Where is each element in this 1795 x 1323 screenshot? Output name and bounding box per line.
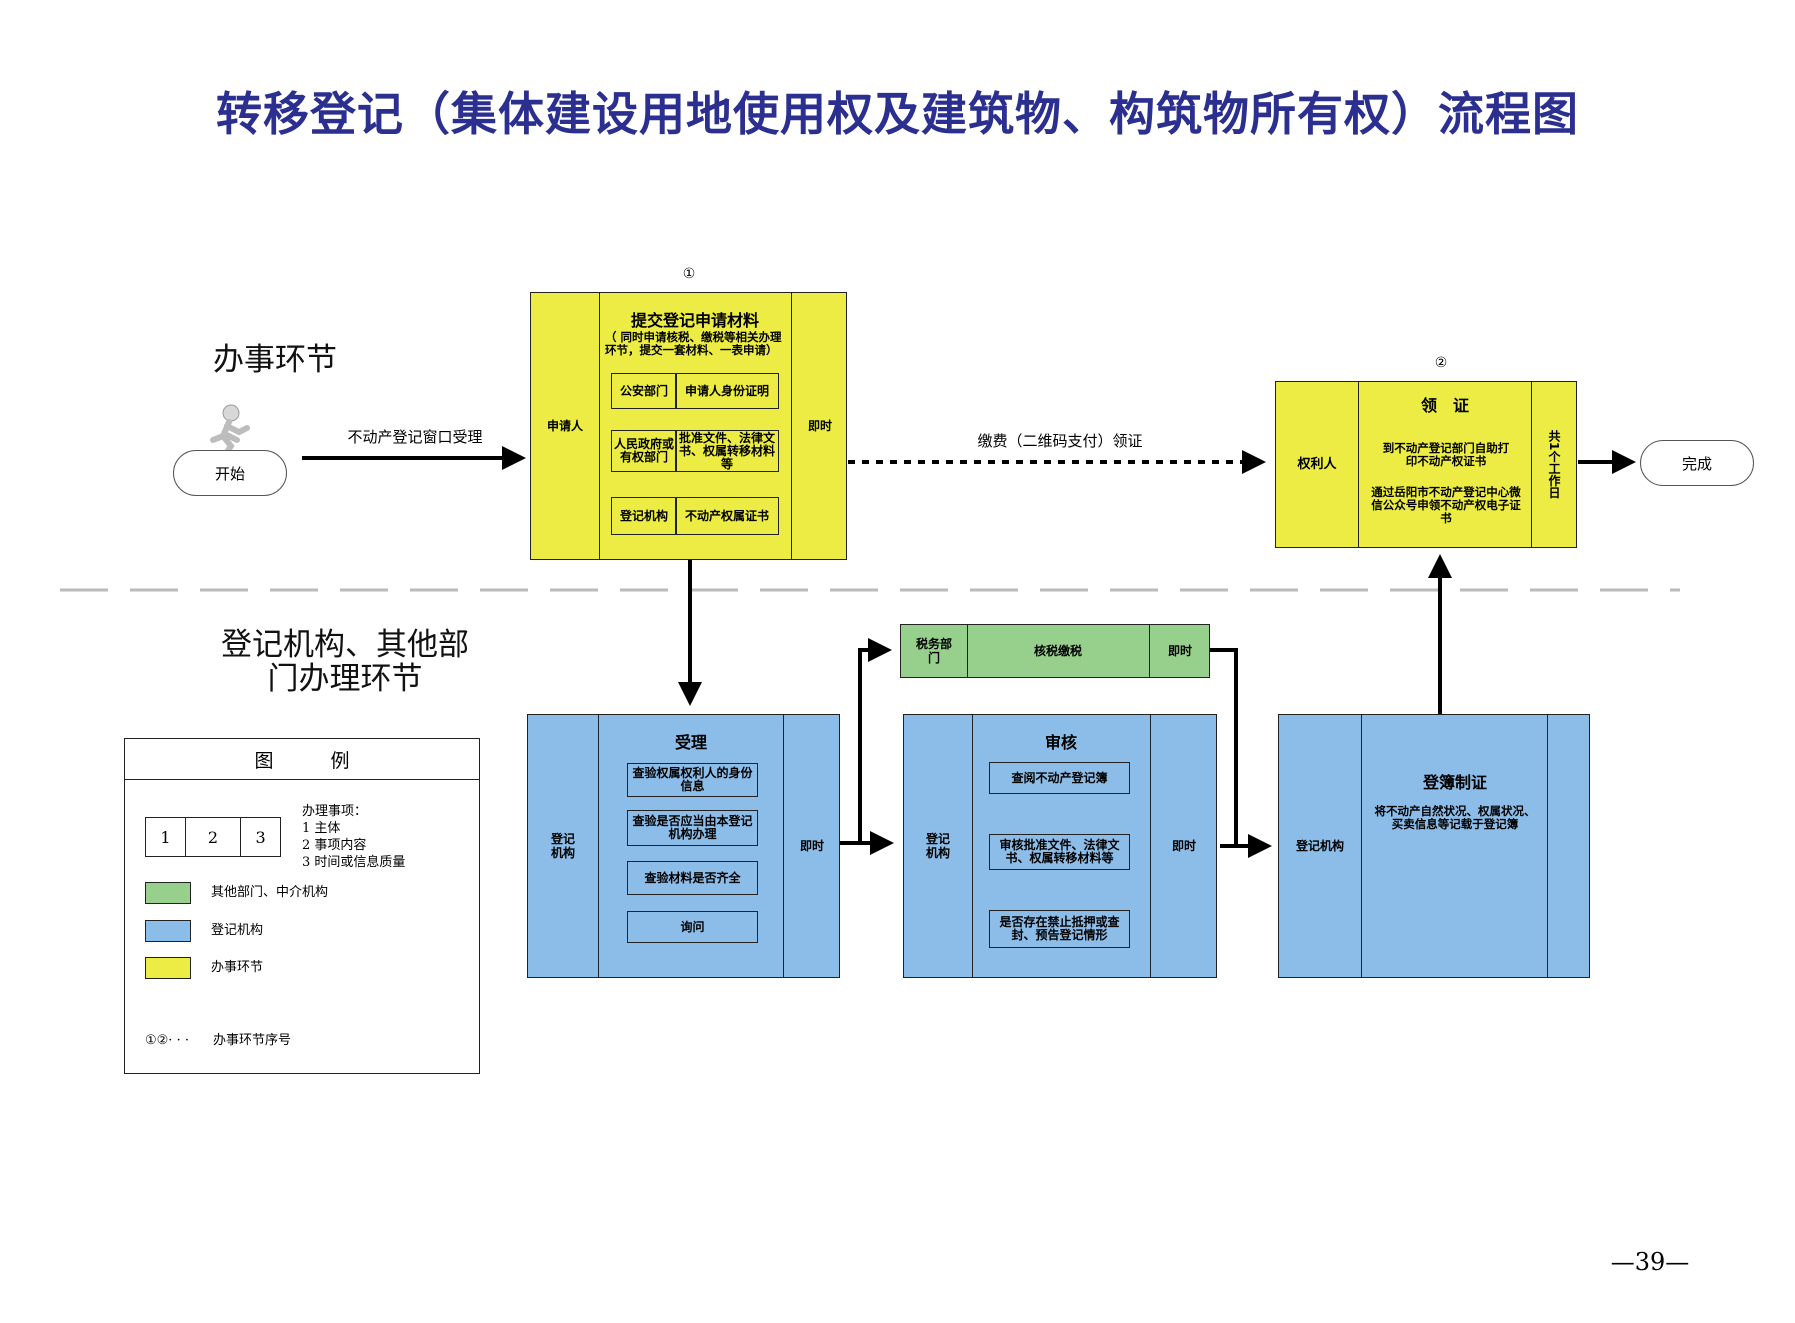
register-subject: 登记机构 — [1295, 839, 1344, 853]
accept-item-2: 查验是否应当由本登记机构办理 — [627, 810, 758, 846]
legend-cells: 1 2 3 — [145, 817, 281, 857]
register-box: 登记机构 登簿制证 将不动产自然状况、权属状况、买卖信息等记载于登记簿 — [1278, 714, 1590, 978]
step2-text1: 到不动产登记部门自助打印不动产权证书 — [1382, 441, 1510, 468]
legend-cell-3: 3 — [255, 827, 266, 847]
start-arrow-label: 不动产登记窗口受理 — [347, 428, 483, 446]
finish-node: 完成 — [1640, 440, 1754, 486]
step2-divider-right — [1531, 382, 1532, 547]
step1-note: （ 同时申请核税、缴税等相关办理环节，提交一套材料、一表申请） — [605, 330, 782, 357]
legend-swatch-blue — [145, 920, 191, 942]
legend-swatch-yellow — [145, 957, 191, 979]
step1-row3-doc: 不动产权属证书 — [675, 497, 779, 535]
tax-divider-left — [967, 625, 968, 677]
step1-row2-dept: 人民政府或有权部门 — [611, 430, 677, 472]
legend: 图 例 1 2 3 办理事项： 1 主体 2 事项内容 3 时间或信息质量 其他… — [124, 738, 480, 1074]
review-item-2: 审核批准文件、法律文书、权属转移材料等 — [989, 834, 1130, 870]
tax-content: 核税缴税 — [1033, 644, 1082, 658]
step2-time: 共1个工作日 — [1547, 430, 1561, 499]
accept-divider-left — [598, 715, 599, 977]
accept-divider-right — [783, 715, 784, 977]
review-item-3: 是否存在禁止抵押或查封、预告登记情形 — [989, 910, 1130, 948]
tax-time: 即时 — [1167, 644, 1192, 658]
start-node: 开始 — [173, 450, 287, 496]
legend-cell-2: 2 — [186, 818, 242, 856]
lane-label-top: 办事环节 — [213, 342, 337, 378]
legend-item-1: 1 主体 — [302, 821, 341, 836]
review-title: 审核 — [1044, 733, 1077, 752]
legend-yellow-label: 办事环节 — [211, 960, 264, 975]
register-divider-left — [1361, 715, 1362, 977]
accept-box: 登记机构 受理 查验权属权利人的身份信息 查验是否应当由本登记机构办理 查验材料… — [527, 714, 840, 978]
legend-cell-1: 1 — [146, 818, 186, 856]
step1-time: 即时 — [807, 419, 832, 433]
legend-title: 图 例 — [125, 739, 479, 780]
legend-green-label: 其他部门、中介机构 — [211, 885, 329, 900]
accept-item-1: 查验权属权利人的身份信息 — [627, 763, 758, 797]
accept-title: 受理 — [674, 733, 707, 752]
step2-seq: ② — [1434, 355, 1448, 371]
step1-divider-right — [791, 293, 792, 559]
review-divider-left — [972, 715, 973, 977]
accept-subject: 登记机构 — [550, 832, 575, 860]
legend-item-2: 2 事项内容 — [302, 838, 367, 853]
step1-row1-doc: 申请人身份证明 — [675, 373, 779, 409]
step1-seq: ① — [682, 266, 696, 282]
step1-row2-doc: 批准文件、法律文书、权属转移材料等 — [675, 430, 779, 472]
arrow-to-tax — [858, 638, 892, 843]
review-item-1: 查阅不动产登记簿 — [989, 762, 1130, 794]
accept-item-4: 询问 — [627, 911, 758, 943]
accept-time: 即时 — [799, 839, 824, 853]
step1-box: 申请人 提交登记申请材料 （ 同时申请核税、缴税等相关办理环节，提交一套材料、一… — [530, 292, 847, 560]
page-title: 转移登记（集体建设用地使用权及建筑物、构筑物所有权）流程图 — [216, 87, 1579, 141]
tax-divider-right — [1149, 625, 1150, 677]
step2-divider-left — [1358, 382, 1359, 547]
lane-label-bottom: 登记机构、其他部门办理环节 — [221, 627, 469, 697]
step1-row1-dept: 公安部门 — [611, 373, 677, 409]
legend-item-3: 3 时间或信息质量 — [302, 855, 406, 870]
register-text: 将不动产自然状况、权属状况、买卖信息等记载于登记簿 — [1374, 804, 1536, 831]
accept-item-3: 查验材料是否齐全 — [627, 861, 758, 895]
step1-subject: 申请人 — [546, 419, 583, 433]
legend-blue-label: 登记机构 — [211, 923, 264, 938]
step1-divider-left — [599, 293, 600, 559]
tax-box: 税务部门 核税缴税 即时 — [900, 624, 1210, 678]
runner-icon — [210, 404, 250, 454]
review-subject: 登记机构 — [925, 832, 950, 860]
register-divider-right — [1547, 715, 1548, 977]
page-number: —39— — [1610, 1248, 1690, 1276]
legend-seq-symbol: ①②· · · — [145, 1033, 189, 1048]
legend-items-title: 办理事项： — [302, 804, 368, 819]
step2-text2: 通过岳阳市不动产登记中心微信公众号申领不动产权电子证书 — [1371, 485, 1521, 525]
step1-title: 提交登记申请材料 — [630, 311, 759, 330]
step2-title: 领 证 — [1420, 396, 1469, 415]
review-box: 登记机构 审核 查阅不动产登记簿 审核批准文件、法律文书、权属转移材料等 是否存… — [903, 714, 1217, 978]
tax-subject: 税务部门 — [915, 637, 952, 665]
step1-row3-dept: 登记机构 — [611, 497, 677, 535]
pay-arrow-label: 缴费（二维码支付）领证 — [977, 432, 1143, 450]
arrow-tax-to-register — [1210, 648, 1238, 846]
step2-subject: 权利人 — [1297, 456, 1337, 472]
step2-box: 权利人 领 证 到不动产登记部门自助打印不动产权证书 通过岳阳市不动产登记中心微… — [1275, 381, 1577, 548]
step2-time-cell: 共1个工作日 — [1532, 382, 1577, 547]
review-divider-right — [1150, 715, 1151, 977]
review-time: 即时 — [1171, 839, 1196, 853]
register-title: 登簿制证 — [1422, 773, 1487, 792]
legend-swatch-green — [145, 882, 191, 904]
legend-seq-label: 办事环节序号 — [213, 1033, 292, 1048]
